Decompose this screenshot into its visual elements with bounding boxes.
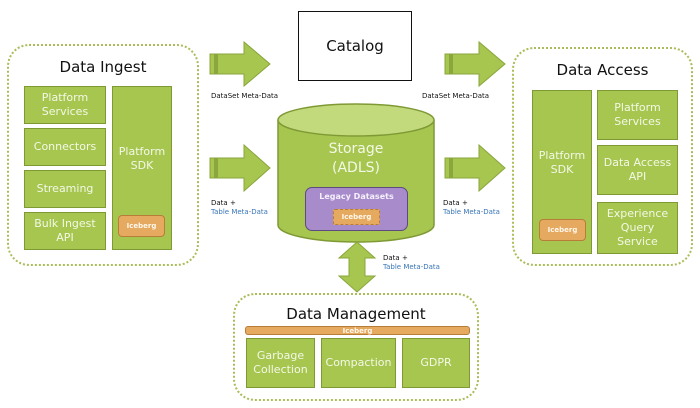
data-access-title: Data Access <box>556 61 649 79</box>
access-experience-query-service: Experience Query Service <box>597 202 678 254</box>
label-catalog-to-access: DataSet Meta-Data <box>422 92 489 101</box>
access-sdk-label: Platform SDK <box>538 149 586 177</box>
access-data-access-api: Data Access API <box>597 145 678 195</box>
label-storage-to-access: Data + Table Meta-Data <box>443 199 500 218</box>
label-text: DataSet Meta-Data <box>211 92 279 100</box>
arrow-storage-management <box>337 241 377 293</box>
arrow-storage-to-access <box>444 143 506 193</box>
storage-label: Storage (ADLS) <box>328 141 384 176</box>
legacy-datasets-label: Legacy Datasets <box>319 192 394 201</box>
arrow-ingest-to-storage <box>209 143 271 193</box>
label-text: DataSet Meta-Data <box>422 92 490 100</box>
management-compaction: Compaction <box>321 338 396 388</box>
label-line2: Table Meta-Data <box>211 208 268 217</box>
management-gdpr: GDPR <box>402 338 470 388</box>
arrow-ingest-to-catalog <box>209 40 271 88</box>
arrow-catalog-to-access <box>444 40 506 88</box>
label-line1: Data + <box>443 199 468 207</box>
data-ingest-title: Data Ingest <box>59 58 147 76</box>
ingest-platform-services: Platform Services <box>24 86 106 124</box>
access-iceberg-badge: Iceberg <box>539 219 586 241</box>
ingest-bulk-ingest-api: Bulk Ingest API <box>24 212 106 250</box>
label-line2: Table Meta-Data <box>443 208 500 217</box>
ingest-sdk-label: Platform SDK <box>118 145 166 173</box>
data-access-group: Data Access <box>512 47 693 266</box>
label-line1: Data + <box>383 254 408 262</box>
access-platform-services: Platform Services <box>597 90 678 140</box>
label-line1: Data + <box>211 199 236 207</box>
data-ingest-group: Data Ingest <box>7 44 199 266</box>
label-storage-management: Data + Table Meta-Data <box>383 254 440 273</box>
label-ingest-to-storage: Data + Table Meta-Data <box>211 199 268 218</box>
label-line2: Table Meta-Data <box>383 263 440 272</box>
ingest-streaming: Streaming <box>24 170 106 208</box>
data-management-title: Data Management <box>286 305 426 323</box>
management-garbage-collection: Garbage Collection <box>246 338 315 388</box>
ingest-iceberg-badge: Iceberg <box>118 215 165 237</box>
ingest-connectors: Connectors <box>24 128 106 166</box>
legacy-iceberg-badge: Iceberg <box>333 209 380 225</box>
management-iceberg-bar: Iceberg <box>245 326 470 335</box>
catalog-box: Catalog <box>298 11 412 81</box>
label-ingest-to-catalog: DataSet Meta-Data <box>211 92 278 101</box>
data-management-group: Data Management <box>233 293 479 401</box>
